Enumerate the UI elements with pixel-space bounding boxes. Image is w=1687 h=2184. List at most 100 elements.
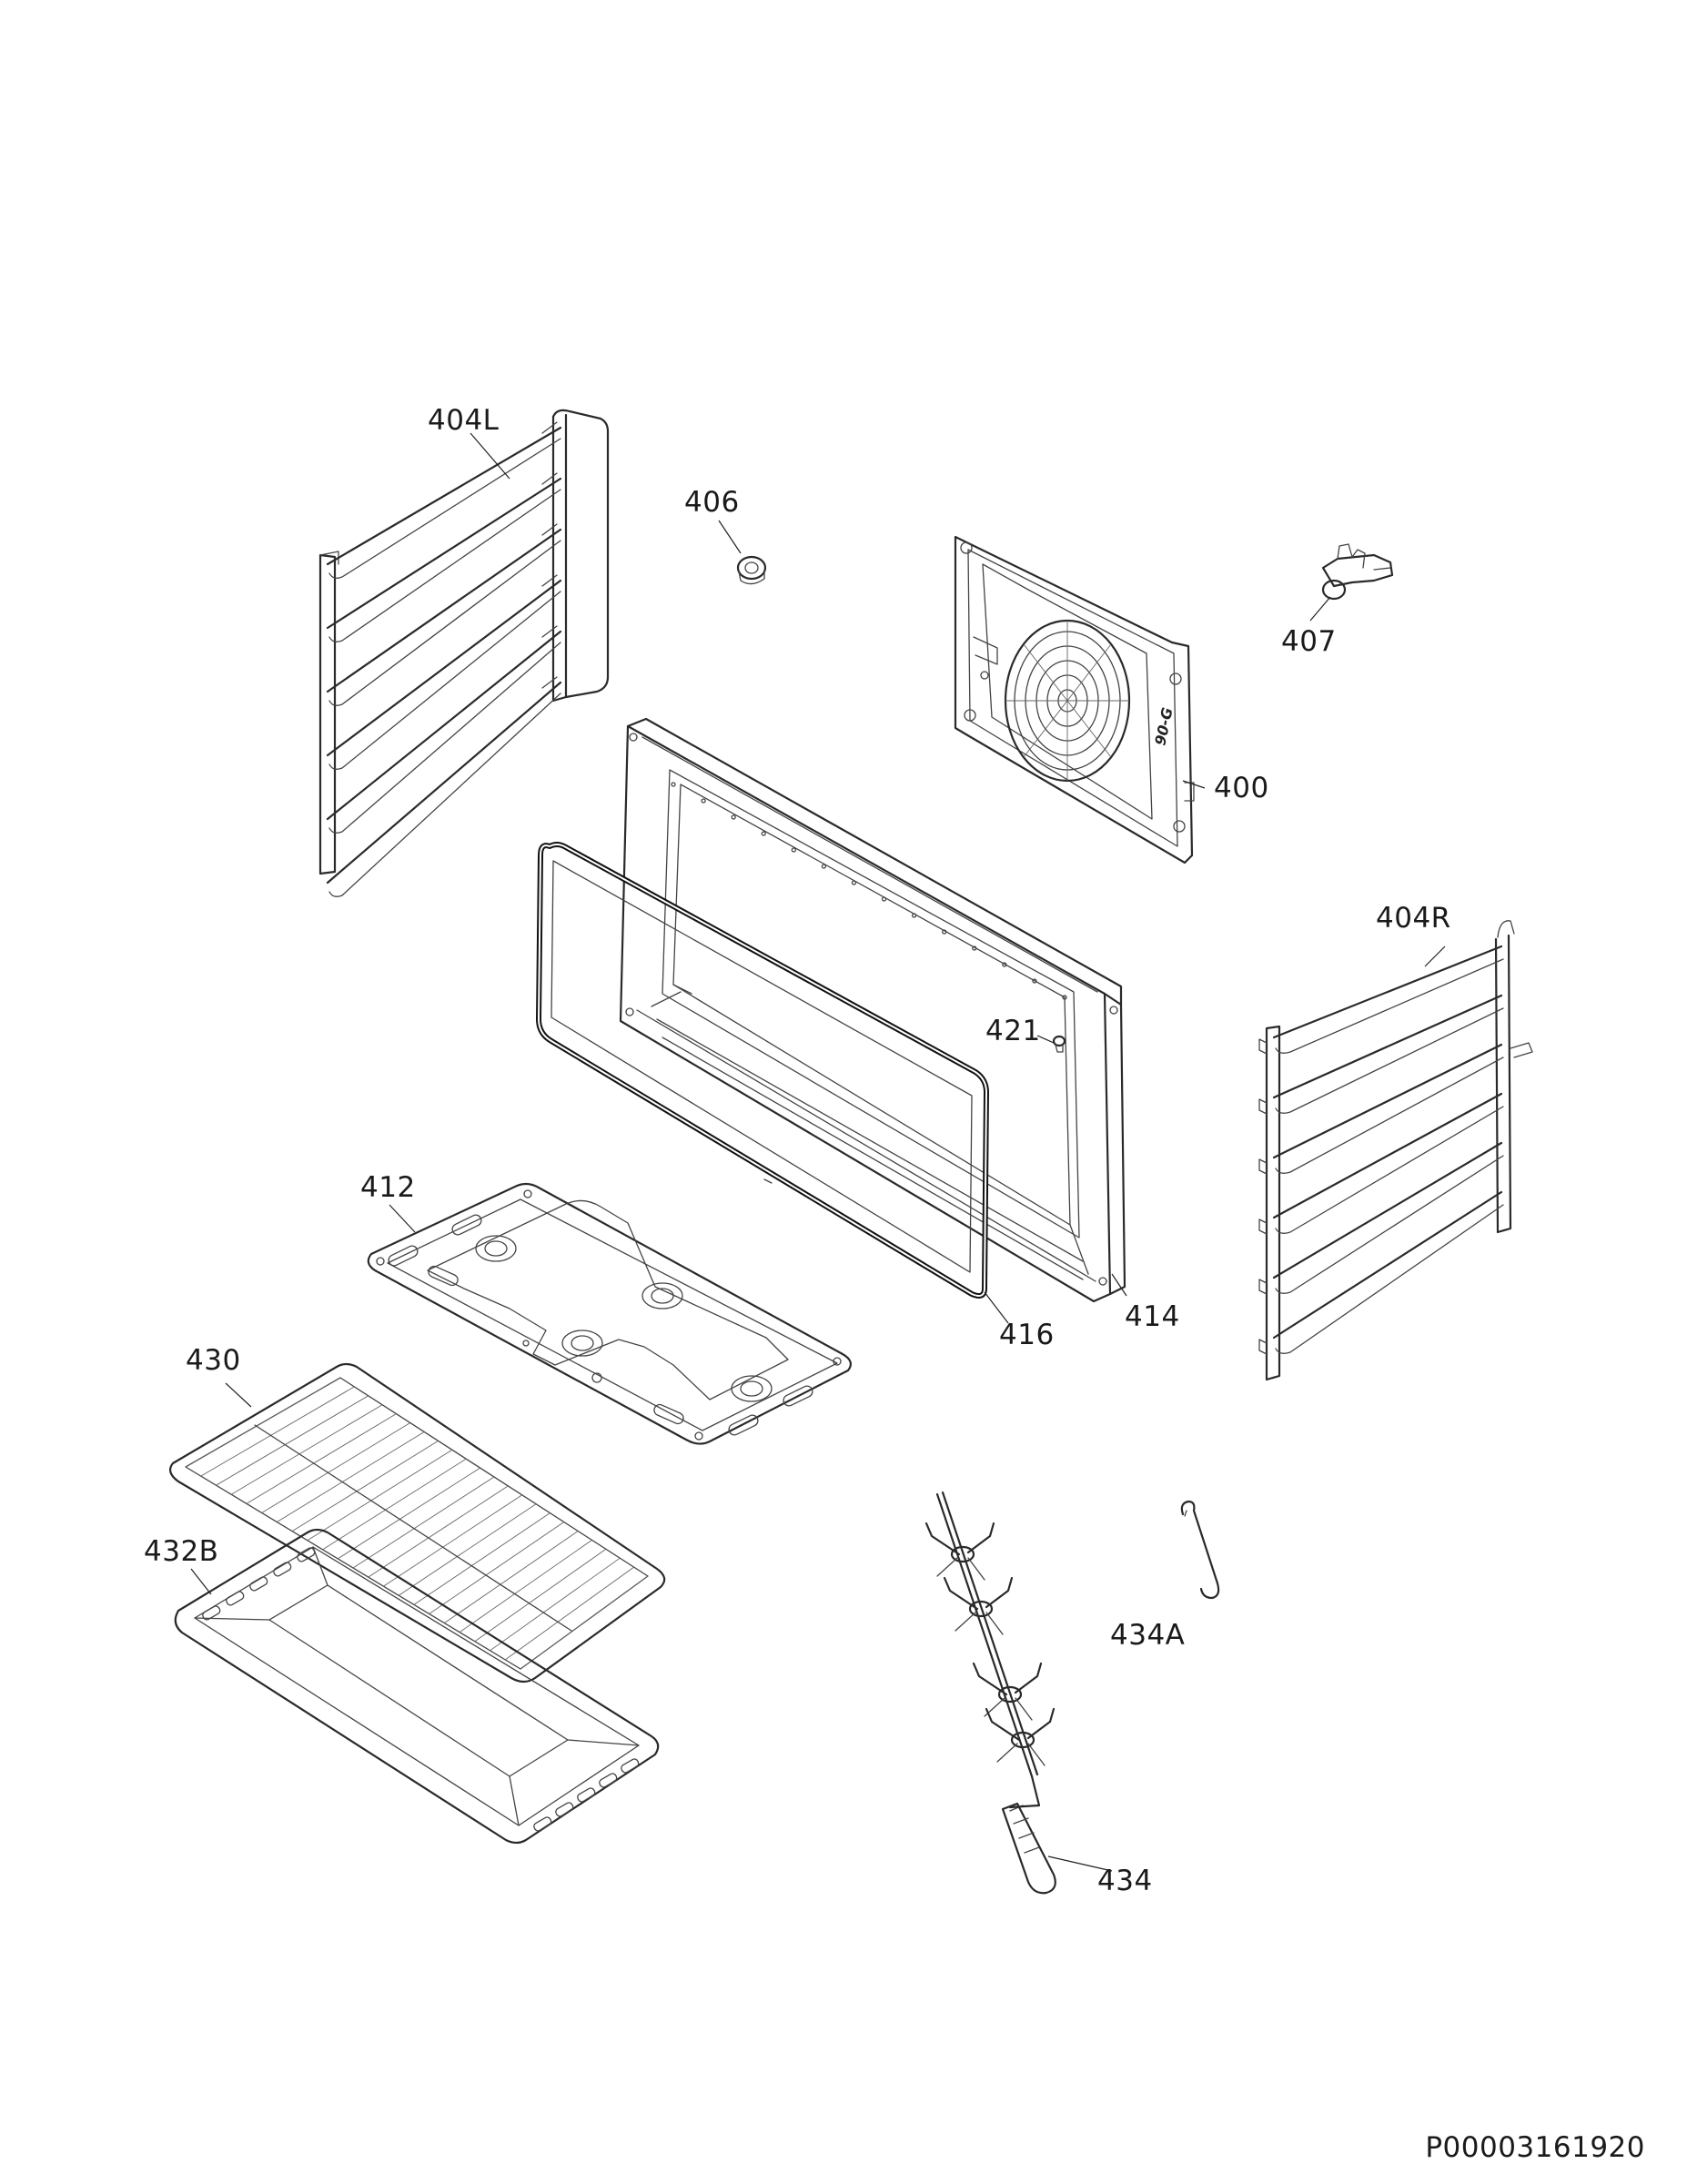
wire-shelf-bar — [261, 1422, 411, 1513]
fork-prong — [1015, 1697, 1033, 1721]
back-panel-fan-cover-400: 90-G — [954, 535, 1195, 864]
frame-hole — [911, 913, 917, 918]
wire-shelf-bar — [322, 1458, 467, 1551]
frame-hole — [701, 798, 706, 804]
fork-prong — [943, 1576, 979, 1611]
wire-shelf-bar — [474, 1548, 607, 1643]
baking-tray-432B — [174, 1528, 660, 1845]
fork-prong — [1026, 1707, 1056, 1740]
wire-shelf-bar — [429, 1522, 565, 1614]
fork-prong — [936, 1557, 958, 1577]
wire-shelf-bar — [505, 1566, 634, 1661]
fan-cover-marking: 90-G — [1151, 706, 1176, 747]
part-label-412: 412 — [360, 1171, 416, 1204]
rail-left-hook — [541, 523, 558, 536]
wire-shelf-bar — [398, 1503, 537, 1596]
wire-shelf-bar — [246, 1413, 397, 1504]
fork-prong — [967, 1557, 985, 1581]
tray-slot — [226, 1591, 245, 1606]
rail-right-peg — [1258, 1158, 1268, 1175]
part-label-414: 414 — [1125, 1300, 1180, 1333]
fork-prong — [996, 1743, 1018, 1763]
tray-slot — [297, 1547, 316, 1562]
fork-hub — [1010, 1731, 1035, 1749]
rail-right — [1272, 945, 1503, 1039]
rail-right-inner — [1275, 1106, 1504, 1234]
lamp-cap-406 — [736, 555, 767, 585]
part-label-404L: 404L — [428, 404, 500, 437]
frame-hole — [761, 831, 766, 836]
rail-right — [1272, 994, 1503, 1099]
rail-left — [326, 528, 562, 693]
rail-left-inner — [328, 540, 561, 706]
frame-hole — [671, 782, 676, 787]
rail-right-peg — [1258, 1279, 1268, 1295]
part-label-421: 421 — [985, 1015, 1041, 1047]
part-label-434: 434 — [1097, 1865, 1153, 1897]
rail-right — [1272, 1092, 1503, 1219]
fork-prong — [1027, 1743, 1046, 1766]
part-label-434A: 434A — [1110, 1619, 1186, 1652]
fork-hub — [997, 1685, 1023, 1704]
rail-left — [326, 579, 562, 757]
frame-hole — [1062, 995, 1067, 1000]
tray-slot — [577, 1787, 596, 1803]
fork-prong — [985, 1576, 1014, 1609]
rail-right — [1272, 1043, 1503, 1159]
tray-slot — [273, 1562, 292, 1577]
wire-shelf-bar — [216, 1395, 369, 1486]
wire-shelf-bar — [444, 1531, 579, 1623]
rail-right-inner — [1275, 1155, 1504, 1294]
fork-prong — [966, 1522, 995, 1554]
rail-right — [1272, 1141, 1503, 1279]
rail-left — [326, 477, 562, 630]
rail-right-peg — [1258, 1038, 1268, 1055]
fork-prong — [955, 1612, 976, 1632]
wire-shelf-crossbar — [254, 1424, 572, 1632]
part-label-404R: 404R — [1376, 902, 1451, 935]
rail-right-inner — [1275, 958, 1504, 1054]
part-label-430: 430 — [186, 1344, 241, 1377]
rail-left-inner — [328, 591, 561, 770]
frame-hole — [851, 880, 857, 885]
rail-right-peg — [1258, 1339, 1268, 1355]
clip-407 — [1321, 543, 1394, 601]
wire-shelf-bar — [352, 1476, 495, 1569]
frame-hole — [942, 929, 947, 935]
part-label-407: 407 — [1281, 625, 1337, 658]
frame-hole — [881, 896, 887, 902]
wire-shelf-bar — [185, 1377, 341, 1468]
frame-hole — [1032, 978, 1037, 984]
door-gasket-416 — [536, 842, 989, 1299]
fork-hub — [968, 1600, 994, 1618]
wire-shelf-430 — [169, 1362, 666, 1684]
rail-left-inner — [328, 693, 561, 897]
rail-left-inner — [328, 438, 561, 579]
wire-shelf-bar — [230, 1404, 383, 1495]
wire-shelf-bar — [520, 1575, 649, 1670]
rail-left-hook — [541, 574, 558, 587]
wire-shelf-bar — [291, 1440, 439, 1532]
tray-slot — [599, 1773, 618, 1788]
tray-slot — [621, 1758, 640, 1774]
rail-left — [326, 426, 562, 566]
part-label-416: 416 — [999, 1319, 1055, 1351]
shelf-support-left-404L — [318, 409, 610, 897]
frame-hole — [1002, 962, 1007, 967]
part-label-432B: 432B — [144, 1535, 219, 1568]
hook-434A — [1180, 1500, 1220, 1600]
rail-left — [326, 630, 562, 821]
rail-left-hook — [541, 421, 558, 434]
wire-shelf-bar — [277, 1431, 425, 1522]
front-frame-414 — [619, 717, 1126, 1303]
rail-left — [326, 681, 562, 885]
wire-shelf-bar — [490, 1557, 621, 1652]
tray-slot — [249, 1576, 268, 1592]
rail-left-hook — [541, 676, 558, 689]
frame-hole — [791, 847, 796, 853]
screw-421 — [1052, 1035, 1066, 1053]
part-label-400: 400 — [1214, 772, 1269, 804]
rail-right-peg — [1258, 1218, 1268, 1235]
frame-hole — [731, 814, 736, 820]
